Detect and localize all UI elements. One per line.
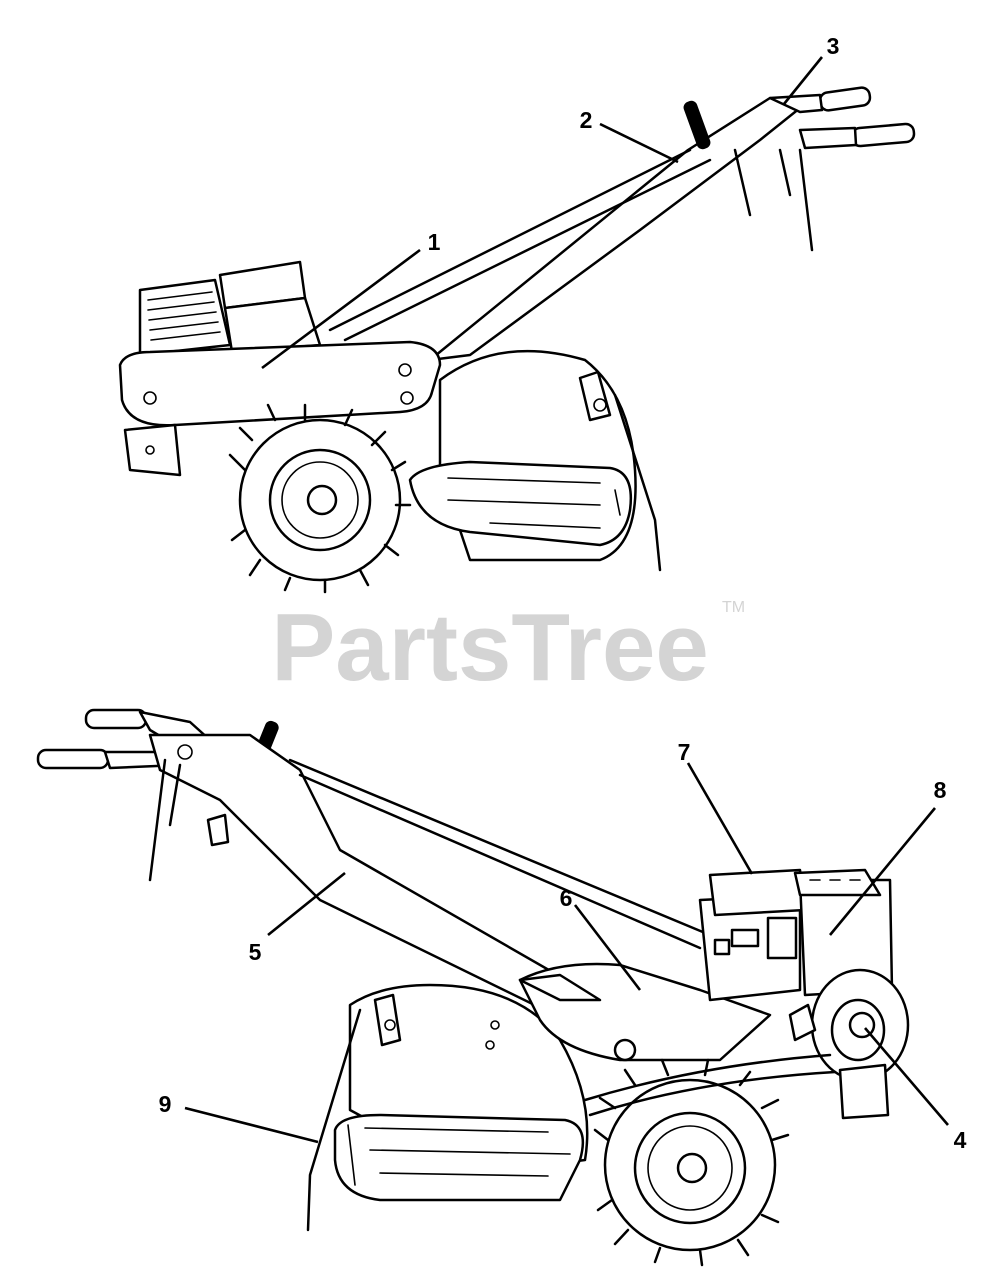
callout-7: 7 bbox=[678, 739, 691, 765]
callout-9-leader bbox=[184, 1106, 319, 1144]
top-tiller-illustration bbox=[118, 86, 916, 594]
callout-3: 3 bbox=[827, 33, 840, 59]
callout-8: 8 bbox=[934, 777, 947, 803]
callout-1: 1 bbox=[428, 229, 441, 255]
callout-5-leader bbox=[267, 871, 346, 937]
watermark-brand: PartsTree bbox=[271, 594, 709, 701]
callout-4-leader bbox=[864, 1027, 949, 1126]
callout-4: 4 bbox=[954, 1127, 967, 1153]
callout-5: 5 bbox=[249, 939, 262, 965]
callout-7-leader bbox=[686, 762, 754, 875]
callout-1-leader bbox=[261, 248, 421, 370]
callout-3-leader bbox=[782, 56, 824, 105]
callout-2: 2 bbox=[580, 107, 593, 133]
callout-6: 6 bbox=[560, 885, 573, 911]
bottom-tiller-illustration bbox=[36, 708, 910, 1267]
callout-9: 9 bbox=[159, 1091, 172, 1117]
callout-6-leader bbox=[573, 904, 642, 991]
watermark-trademark: TM bbox=[722, 599, 745, 616]
callout-2-leader bbox=[599, 122, 679, 164]
callout-8-leader bbox=[828, 807, 937, 936]
